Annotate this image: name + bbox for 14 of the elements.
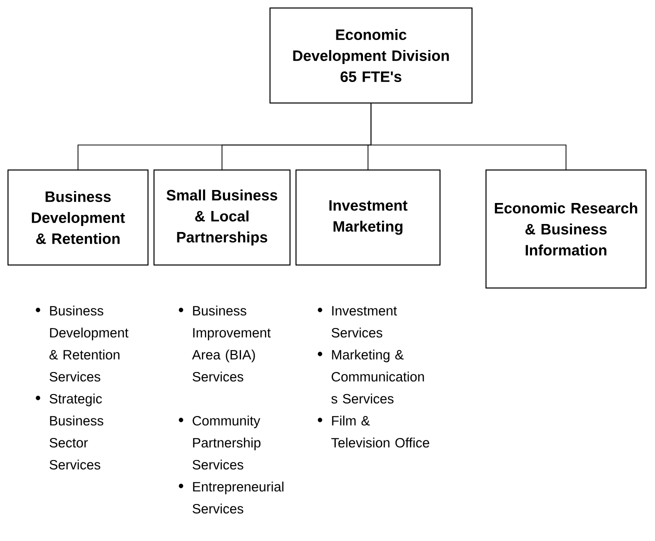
bullet-item: Entrepreneurial Services xyxy=(192,482,284,514)
bullet-item: Business Development & Retention Services xyxy=(49,306,128,382)
org-box: Investment Marketing xyxy=(296,170,440,266)
bullet-item: Film & Television Office xyxy=(331,416,430,448)
org-box: Economic Development Division 65 FTE's xyxy=(270,8,472,104)
bullet-item: Strategic Business Sector Services xyxy=(50,394,104,470)
bullet-item: Business Improvement Area (BIA) Services xyxy=(192,306,271,382)
bullet-item: Investment Services xyxy=(332,306,397,338)
bullet-item: Community Partnership Services xyxy=(192,416,260,470)
org-box: Economic Research & Business Information xyxy=(486,170,646,288)
org-box: Business Development & Retention xyxy=(8,170,148,266)
connector-line xyxy=(370,103,566,170)
bullet-item: Marketing & Communication s Services xyxy=(331,350,424,404)
org-box: Small Business & Local Partnerships xyxy=(154,170,290,266)
